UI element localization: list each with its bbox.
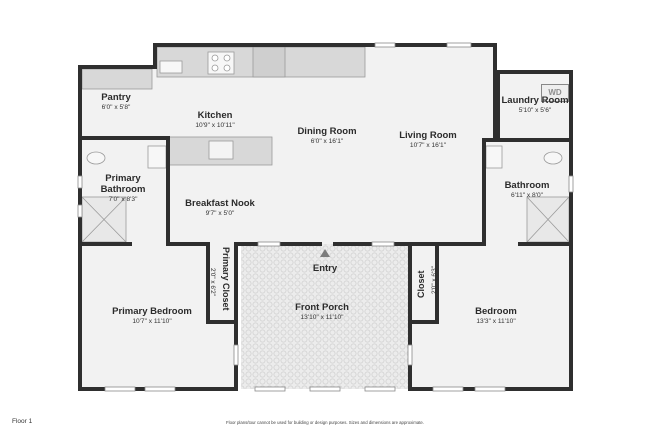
kitchen-sink-icon — [208, 140, 234, 160]
bathroom-toilet-icon — [543, 151, 563, 165]
pantry-name: Pantry — [101, 92, 131, 103]
washer-dryer-icon: WD — [541, 84, 569, 102]
bathroom-label: Bathroom 6'11" x 8'0" — [505, 180, 550, 200]
breakfast-dims: 9'7" x 5'0" — [205, 210, 235, 217]
bathroom-dims: 6'11" x 8'0" — [510, 192, 543, 199]
primary-toilet-icon — [86, 151, 106, 165]
breakfast-label: Breakfast Nook 9'7" x 5'0" — [185, 198, 255, 218]
laundry-name: Laundry Room — [501, 95, 569, 106]
primary-closet-walls — [206, 242, 238, 324]
living-dims: 10'7" x 16'1" — [409, 142, 447, 149]
breakfast-name: Breakfast Nook — [185, 198, 255, 209]
primary-bath-dims: 7'0" x 8'3" — [108, 196, 138, 203]
kitchen-name: Kitchen — [197, 110, 233, 121]
laundry-label: Laundry Room 5'10" x 5'6" — [501, 95, 568, 115]
entry-name: Entry — [312, 263, 338, 274]
entry-label: Entry — [313, 263, 337, 274]
bedroom-name: Bedroom — [475, 306, 517, 317]
outer-wall-left — [78, 65, 237, 391]
fridge-icon — [252, 46, 286, 78]
primary-bedroom-name: Primary Bedroom — [112, 306, 192, 317]
bathroom-vanity — [485, 145, 503, 169]
windows — [77, 42, 574, 392]
pantry-shelf — [81, 68, 153, 90]
bedroom-dims: 13'3" x 11'10" — [476, 318, 516, 325]
window — [233, 344, 239, 366]
primary-closet-dims-label: 2'0" x 6'2" — [206, 262, 224, 296]
primary-bath-name-2: Bathroom — [100, 184, 146, 195]
primary-bath-name-1: Primary — [105, 173, 141, 184]
closet-walls — [408, 242, 439, 324]
microwave-icon — [159, 60, 183, 74]
dining-dims: 6'0" x 16'1" — [310, 138, 344, 145]
primary-bath-vanity — [147, 145, 167, 169]
entry-arrow-icon — [320, 249, 330, 257]
primary-bedroom-label: Primary Bedroom 10'7" x 11'10" — [112, 306, 192, 326]
closet-dims: 2'0" x 6'3" — [431, 266, 438, 294]
kitchen-label: Kitchen 10'9" x 10'11" — [195, 110, 234, 130]
front-porch-floor — [241, 244, 409, 389]
window — [446, 42, 472, 48]
floor-label: Floor 1 — [12, 418, 33, 425]
burner-icon — [211, 54, 219, 62]
bathroom-name: Bathroom — [504, 180, 550, 191]
disclaimer-text: Floor plans/tour cannot be used for buil… — [225, 420, 425, 425]
window — [77, 175, 83, 189]
living-name: Living Room — [399, 130, 457, 141]
window — [144, 386, 176, 392]
stove-icon — [207, 51, 235, 75]
kitchen-dims: 10'9" x 10'11" — [195, 122, 235, 129]
primary-bedroom-dims: 10'7" x 11'10" — [132, 318, 172, 325]
window — [371, 241, 395, 247]
window — [474, 386, 506, 392]
dining-label: Dining Room 6'0" x 16'1" — [297, 126, 356, 146]
window — [254, 386, 286, 392]
window — [407, 344, 413, 366]
living-label: Living Room 10'7" x 16'1" — [399, 130, 457, 150]
laundry-floor — [498, 72, 571, 140]
front-porch-name: Front Porch — [295, 302, 349, 313]
closet-dims-label: 2'0" x 6'3" — [423, 266, 441, 300]
bedroom-label: Bedroom 13'3" x 11'10" — [475, 306, 517, 326]
outer-wall-top — [78, 43, 497, 142]
fixtures — [81, 46, 570, 243]
front-porch-label: Front Porch 13'10" x 11'10" — [295, 302, 349, 322]
laundry-dims: 5'10" x 5'6" — [518, 107, 552, 114]
window — [374, 42, 396, 48]
dining-name: Dining Room — [297, 126, 357, 137]
front-porch-dims: 13'10" x 11'10" — [300, 314, 344, 321]
window — [432, 386, 464, 392]
burner-icon — [223, 64, 231, 72]
window — [104, 386, 136, 392]
window — [568, 175, 574, 193]
burner-icon — [223, 54, 231, 62]
pantry-label: Pantry 6'0" x 5'8" — [101, 92, 131, 112]
window — [257, 241, 281, 247]
primary-bath-label: Primary Bathroom 7'0" x 8'3" — [101, 173, 146, 204]
pantry-dims: 6'0" x 5'8" — [101, 104, 131, 111]
burner-icon — [211, 64, 219, 72]
window — [364, 386, 396, 392]
window — [309, 386, 341, 392]
primary-closet-dims: 2'0" x 6'2" — [209, 268, 216, 296]
window — [77, 204, 83, 218]
